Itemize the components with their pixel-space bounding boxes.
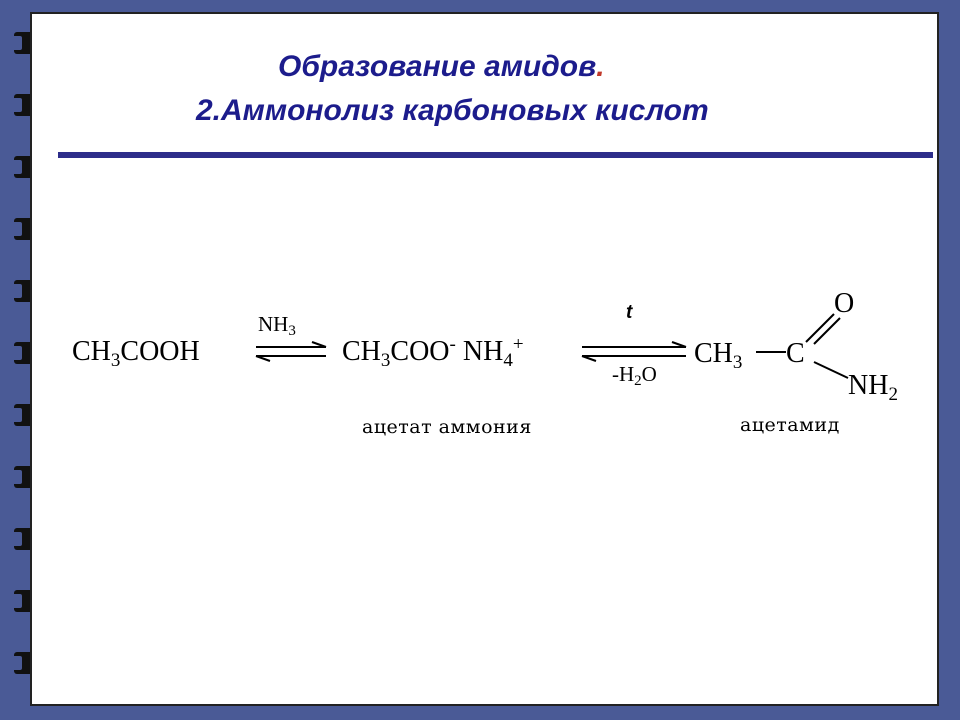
product-methyl: CH3 [694, 338, 743, 373]
product-amino-group: NH2 [848, 370, 898, 405]
reagent-label: NH3 [258, 312, 296, 339]
slide-title: Образование амидов. [278, 50, 605, 83]
slide-subtitle: 2.Аммонолиз карбоновых кислот [196, 94, 709, 127]
equilibrium-arrow-2 [581, 341, 687, 362]
equilibrium-arrow-1 [255, 341, 327, 362]
title-dot: . [596, 50, 605, 83]
bond-c-o-double [805, 313, 841, 345]
product-oxygen: O [834, 288, 855, 319]
product-name: ацетамид [740, 414, 840, 436]
title-underline [58, 152, 933, 158]
condition-temperature: t [626, 302, 633, 323]
notebook-page [30, 12, 939, 706]
reactant-formula: CH3COOH [72, 336, 200, 371]
product-carbonyl-carbon: C [786, 338, 805, 369]
intermediate-name: ацетат аммония [362, 416, 532, 438]
condition-water-removal: -H2O [612, 362, 657, 389]
bond-c-n [813, 361, 849, 379]
bond-ch3-c [756, 351, 786, 353]
intermediate-formula: CH3COO- NH4+ [342, 334, 524, 371]
